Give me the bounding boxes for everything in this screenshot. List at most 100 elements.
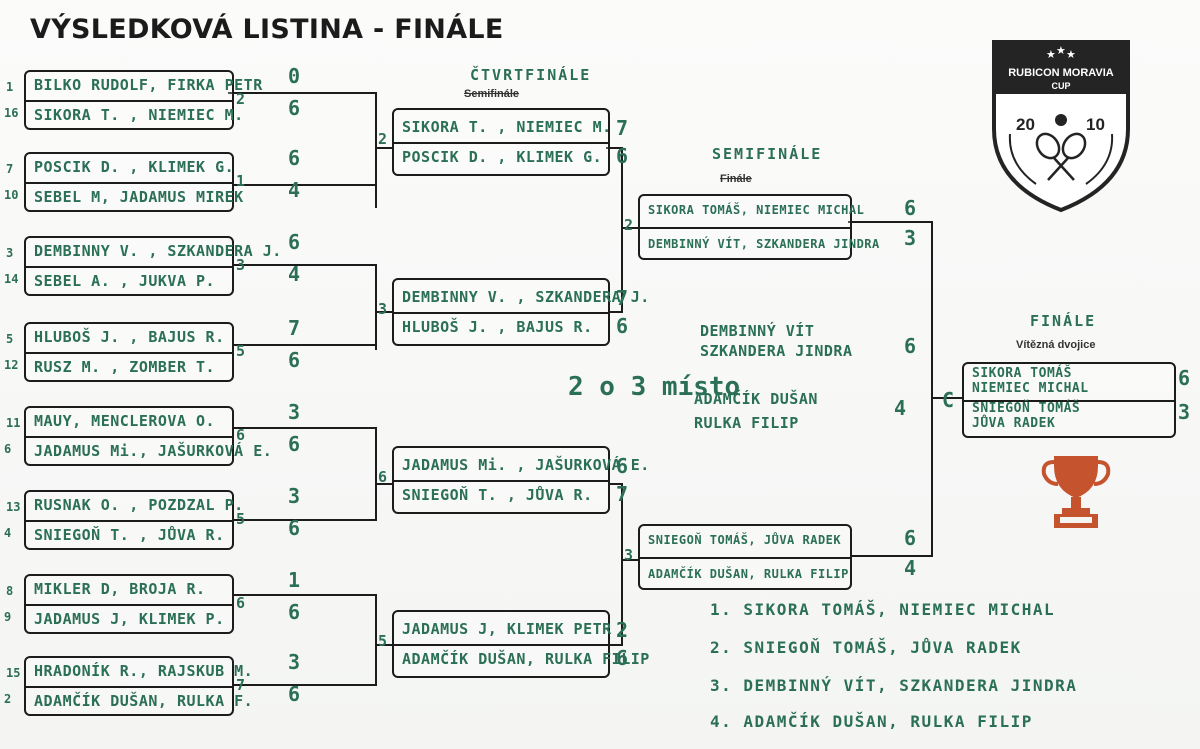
quarterfinal-score1: 7 [616,116,629,140]
round1-seed1: 1 [6,80,14,94]
third-team2-name-b: RULKA FILIP [694,414,799,432]
semifinal-label: SEMIFINÁLE [712,145,823,163]
semifinal-winner-mark: 2 [624,216,634,234]
result-1: 1. SIKORA TOMÁŠ, NIEMIEC MICHAL [710,600,1056,619]
semifinal-printed-label: Finále [720,173,752,185]
result-4: 4. ADAMČÍK DUŠAN, RULKA FILIP [710,712,1033,731]
quarterfinal-winner-mark: 6 [378,468,388,486]
round1-score2: 6 [288,432,301,456]
round1-seed1: 13 [6,500,21,514]
semifinal-team1-name: SIKORA TOMÁŠ, NIEMIEC MICHAL [648,203,865,217]
quarterfinal-label: ČTVRTFINÁLE [470,66,592,84]
round1-seed2: 10 [4,188,19,202]
round1-winner-mark: 1 [236,172,246,190]
round1-score2: 6 [288,96,301,120]
round1-winner-mark: 5 [236,342,246,360]
round1-team2-name: SEBEL A. , JUKVA P. [34,272,216,290]
round1-team1-name: MIKLER D, BROJA R. [34,580,206,598]
third-score1: 6 [904,334,917,358]
round1-winner-mark: 5 [236,510,246,528]
round1-seed1: 11 [6,416,21,430]
round1-team1-name: DEMBINNY V. , SZKANDERA J. [34,242,282,260]
quarterfinal-score1: 6 [616,454,629,478]
quarterfinal-winner-mark: 2 [378,130,388,148]
round1-seed1: 3 [6,246,14,260]
round1-winner-mark: 2 [236,90,246,108]
final-score1: 6 [1178,366,1191,390]
round1-team2-name: RUSZ M. , ZOMBER T. [34,358,216,376]
round1-seed1: 15 [6,666,21,680]
round1-team2-name: SEBEL M, JADAMUS MIREK [34,188,244,206]
round1-winner-mark: 6 [236,594,246,612]
final-label: FINÁLE [1030,312,1097,330]
round1-match-box: MAUY, MENCLEROVA O. JADAMUS Mi., JAŠURKO… [24,406,272,466]
round1-score1: 3 [288,650,301,674]
semifinal-team2-name: ADAMČÍK DUŠAN, RULKA FILIP [648,567,849,581]
quarterfinal-winner-mark: 3 [378,300,388,318]
quarterfinal-match-box: DEMBINNY V. , SZKANDERA J. HLUBOŠ J. , B… [392,278,649,346]
round1-match-box: DEMBINNY V. , SZKANDERA J. SEBEL A. , JU… [24,236,281,296]
quarterfinal-score1: 2 [616,618,629,642]
quarterfinal-match-box: SIKORA T. , NIEMIEC M. POSCIK D. , KLIME… [392,108,612,176]
round1-score1: 7 [288,316,301,340]
final-team2-name-a: SNIEGOŇ TOMÁŠ [972,401,1081,416]
semifinal-winner-mark: 3 [624,546,634,564]
round1-winner-mark: 3 [236,256,246,274]
round1-team2-name: JADAMUS J, KLIMEK P. [34,610,225,628]
round1-score1: 1 [288,568,301,592]
quarterfinal-team2-name: POSCIK D. , KLIMEK G. [402,148,603,166]
semifinal-score1: 6 [904,196,917,220]
quarterfinal-team1-name: SIKORA T. , NIEMIEC M. [402,118,612,136]
logo-name: RUBICON MORAVIA [1008,67,1114,79]
round1-match-box: RUSNAK O. , POZDZAL P. SNIEGOŇ T. , JŮVA… [24,490,243,550]
round1-match-box: HLUBOŠ J. , BAJUS R. RUSZ M. , ZOMBER T. [24,322,234,382]
final-team1-name-b: NIEMIEC MICHAL [972,381,1089,396]
quarterfinal-score1: 7 [616,286,629,310]
quarterfinal-team1-name: DEMBINNY V. , SZKANDERA J. [402,288,650,306]
round1-seed2: 4 [4,526,12,540]
quarterfinal-team1-name: JADAMUS J, KLIMEK PETR [402,620,612,638]
result-3: 3. DEMBINNÝ VÍT, SZKANDERA JINDRA [710,676,1078,695]
page-title: VÝSLEDKOVÁ LISTINA - FINÁLE [30,14,504,45]
quarterfinal-team1-name: JADAMUS Mi. , JAŠURKOVÁ E. [402,456,650,474]
quarterfinal-score2: 6 [616,144,629,168]
round1-seed1: 7 [6,162,14,176]
semifinal-match-box: SIKORA TOMÁŠ, NIEMIEC MICHAL DEMBINNÝ VÍ… [638,194,879,260]
third-team2-name-a: ADAMČÍK DUŠAN [694,390,818,408]
round1-seed1: 8 [6,584,14,598]
svg-text:★: ★ [1066,48,1076,61]
quarterfinal-score2: 7 [616,482,629,506]
round1-team2-name: SNIEGOŇ T. , JŮVA R. [34,526,225,544]
round1-seed1: 5 [6,332,14,346]
round1-score1: 3 [288,400,301,424]
quarterfinal-score2: 6 [616,314,629,338]
crossed-rackets-icon [1035,132,1087,181]
final-match-box: SIKORA TOMÁŠ NIEMIEC MICHAL SNIEGOŇ TOMÁ… [962,362,1176,438]
round1-team1-name: POSCIK D. , KLIMEK G. [34,158,235,176]
final-team1-name-a: SIKORA TOMÁŠ [972,366,1072,381]
svg-text:★: ★ [1046,48,1056,61]
result-2: 2. SNIEGOŇ TOMÁŠ, JŮVA RADEK [710,638,1022,657]
final-printed-label: Vítězná dvojice [1016,339,1096,351]
quarterfinal-team2-name: HLUBOŠ J. , BAJUS R. [402,318,593,336]
trophy-icon [1041,456,1111,528]
round1-seed2: 6 [4,442,12,456]
round1-match-box: POSCIK D. , KLIMEK G. SEBEL M, JADAMUS M… [24,152,243,212]
quarterfinal-team2-name: SNIEGOŇ T. , JŮVA R. [402,486,593,504]
round1-team1-name: BILKO RUDOLF, FIRKA PETR [34,76,263,94]
round1-match-box: HRADONÍK R., RAJSKUB M. ADAMČÍK DUŠAN, R… [24,656,253,716]
semifinal-score1: 6 [904,526,917,550]
semifinal-score2: 4 [904,556,917,580]
rubicon-moravia-cup-logo: ★ ★ ★ RUBICON MORAVIA CUP 20 10 [992,40,1130,213]
logo-subtitle: CUP [1051,81,1070,91]
round1-team2-name: ADAMČÍK DUŠAN, RULKA F. [34,692,254,710]
third-team1-name-a: DEMBINNÝ VÍT [700,322,815,340]
round1-score1: 0 [288,64,301,88]
final-winner-mark: C [942,388,955,412]
logo-year-right: 10 [1086,115,1105,134]
round1-seed2: 14 [4,272,19,286]
round1-score2: 6 [288,682,301,706]
quarterfinal-match-box: JADAMUS Mi. , JAŠURKOVÁ E. SNIEGOŇ T. , … [392,446,649,514]
